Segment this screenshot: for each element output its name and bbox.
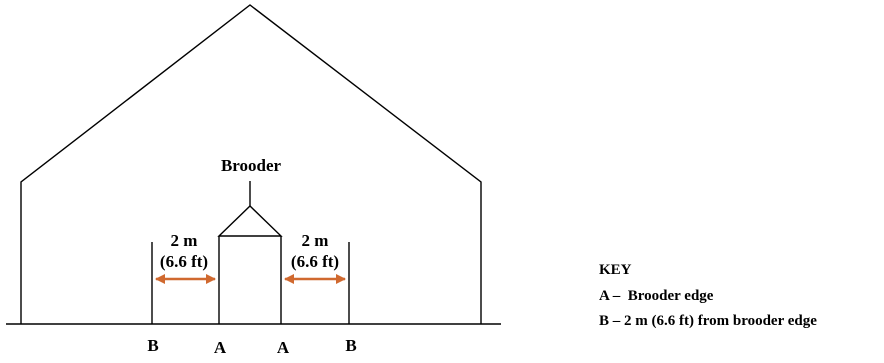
right-distance-alt: (6.6 ft) xyxy=(291,252,339,271)
left-distance-alt: (6.6 ft) xyxy=(160,252,208,271)
brooder xyxy=(217,181,283,324)
right-distance-value: 2 m xyxy=(302,231,329,250)
barn-outline xyxy=(20,4,482,324)
key-title: KEY xyxy=(599,262,632,278)
floor-mark-b-right: B xyxy=(345,336,356,355)
key-item-b: B – 2 m (6.6 ft) from brooder edge xyxy=(599,313,817,329)
floor-mark-a-left: A xyxy=(214,338,227,357)
key: KEY A – Brooder edge B – 2 m (6.6 ft) fr… xyxy=(599,262,817,329)
left-distance-value: 2 m xyxy=(171,231,198,250)
floor-mark-a-right: A xyxy=(277,338,290,357)
floor-mark-b-left: B xyxy=(147,336,158,355)
brooder-label: Brooder xyxy=(221,156,282,175)
key-item-a: A – Brooder edge xyxy=(599,288,714,304)
